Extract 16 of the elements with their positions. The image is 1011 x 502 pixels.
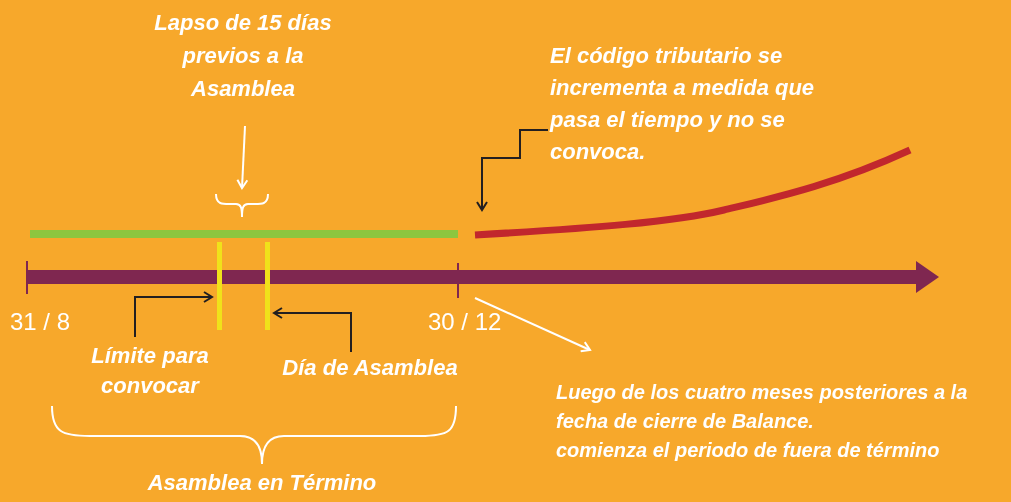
annotation-text: Lapso de 15 días previos a la Asamblea (153, 9, 333, 103)
date-label: 30 / 12 (428, 308, 502, 336)
arrow (476, 129, 549, 211)
annotation-text: El código tributario se incrementa a medida que pasa el tiempo y no se convoca. (550, 42, 816, 166)
annotation-text: comienza el periodo de fuera de término (556, 438, 941, 463)
arrow (236, 125, 249, 189)
annotation-text: Día de Asamblea (281, 354, 459, 382)
rising-curve (474, 146, 912, 240)
date-label: 31 / 8 (10, 308, 71, 336)
arrow (474, 297, 591, 353)
annotation-text: Límite para convocar (90, 342, 210, 400)
annotation-text: Luego de los cuatro meses posteriores a la fecha de cierre de Balance. (556, 380, 969, 434)
caption: Asamblea en Término (147, 470, 377, 496)
arrow (273, 307, 352, 353)
curly-brace (214, 192, 270, 218)
arrow (134, 291, 213, 338)
